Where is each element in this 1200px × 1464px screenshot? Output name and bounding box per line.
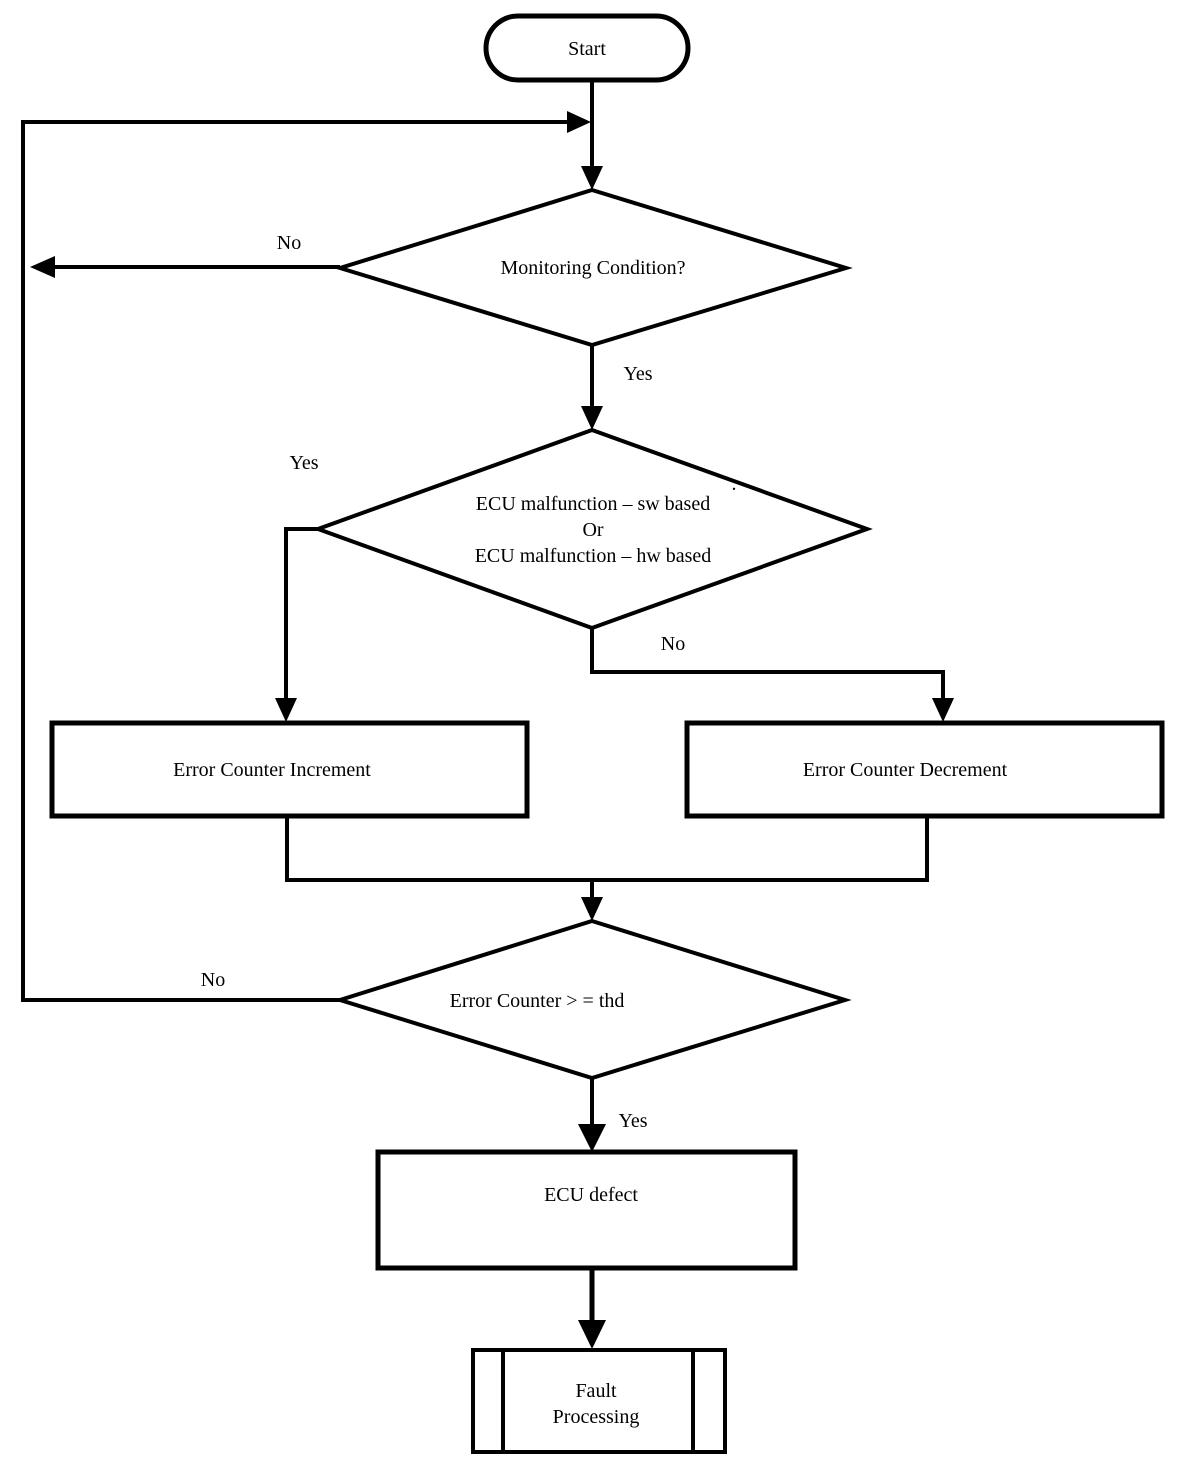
arrowhead-loop-into-mainline <box>567 111 591 133</box>
arrowhead-monitoring-no <box>30 256 55 278</box>
malfunction-label-line3: ECU malfunction – hw based <box>474 545 712 567</box>
malfunction-label-line1: ECU malfunction – sw based <box>475 493 711 515</box>
fault-label: Fault Processing <box>506 1378 686 1430</box>
arrowhead-into-increment <box>275 698 297 722</box>
threshold-no-label: No <box>200 969 226 991</box>
malfunction-yes-label: Yes <box>289 452 319 474</box>
defect-label: ECU defect <box>544 1184 638 1206</box>
defect-process-shape <box>375 1149 798 1271</box>
edge-malfunction-yes <box>284 527 318 702</box>
edge-loopback <box>21 120 570 1002</box>
arrowhead-into-malfunction <box>581 406 603 430</box>
arrowhead-into-defect <box>578 1124 606 1152</box>
increment-process-shape <box>49 720 530 819</box>
threshold-label: Error Counter > = thd <box>449 990 625 1012</box>
malfunction-label: ECU malfunction – sw based Or ECU malfun… <box>383 491 803 569</box>
stray-dot: . <box>731 473 737 495</box>
monitoring-yes-label: Yes <box>623 363 653 385</box>
threshold-yes-label: Yes <box>618 1110 648 1132</box>
fault-label-line1: Fault <box>575 1380 617 1402</box>
start-label: Start <box>568 38 606 60</box>
arrowhead-into-decrement <box>932 698 954 722</box>
arrowhead-into-threshold <box>581 897 603 921</box>
monitoring-label: Monitoring Condition? <box>500 257 686 279</box>
edge-merge <box>285 816 929 882</box>
fault-label-line2: Processing <box>552 1406 640 1428</box>
monitoring-no-label: No <box>276 232 302 254</box>
fault-predefined-shape <box>471 1348 727 1454</box>
arrowhead-into-monitoring <box>581 166 603 190</box>
decrement-label: Error Counter Decrement <box>802 759 1008 781</box>
decrement-process-shape <box>684 720 1165 819</box>
increment-label: Error Counter Increment <box>173 759 371 781</box>
arrowhead-into-fault <box>578 1320 606 1349</box>
start-terminator-shape <box>483 13 691 83</box>
malfunction-no-label: No <box>660 633 686 655</box>
malfunction-label-line2: Or <box>582 519 604 541</box>
edge-malfunction-no <box>590 628 945 702</box>
